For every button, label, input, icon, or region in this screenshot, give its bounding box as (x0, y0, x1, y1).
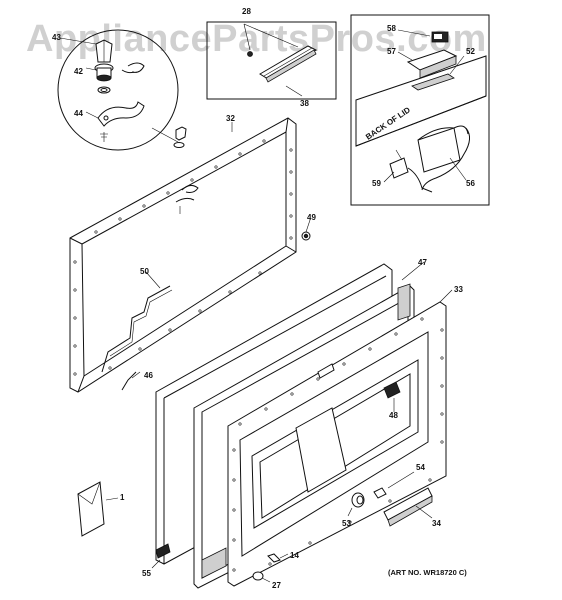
callout-38: 38 (300, 99, 309, 108)
callout-52: 52 (466, 47, 475, 56)
callout-33: 33 (454, 285, 463, 294)
literature-envelope-part (77, 481, 119, 537)
callout-47: 47 (418, 258, 427, 267)
callout-49: 49 (307, 213, 316, 222)
callout-1: 1 (120, 493, 125, 502)
callout-43: 43 (52, 33, 61, 42)
clip-part (267, 553, 281, 563)
callout-55: 55 (142, 569, 151, 578)
callout-53: 53 (342, 519, 351, 528)
knob-part (351, 492, 365, 508)
callout-59: 59 (372, 179, 381, 188)
art-number: (ART NO. WR18720 C) (388, 568, 467, 577)
plug-part (252, 571, 264, 581)
callout-14: 14 (290, 551, 299, 560)
callout-57: 57 (387, 47, 396, 56)
callout-28: 28 (242, 7, 251, 16)
handle-strip-inset (206, 21, 337, 100)
lid-frame-part (69, 117, 311, 393)
hinge-pin-part (94, 39, 114, 94)
retaining-clip (127, 62, 145, 73)
callout-54: 54 (416, 463, 425, 472)
latch-part (383, 381, 401, 399)
callout-50: 50 (140, 267, 149, 276)
callout-48: 48 (389, 411, 398, 420)
callout-42: 42 (74, 67, 83, 76)
screw-detail (247, 51, 253, 57)
hinge-detail-inset (57, 29, 179, 151)
cable-end-part (121, 371, 137, 391)
screw (100, 132, 108, 142)
inner-door-part (151, 301, 447, 587)
callout-27: 27 (272, 581, 281, 590)
callout-32: 32 (226, 114, 235, 123)
callout-56: 56 (466, 179, 475, 188)
callout-44: 44 (74, 109, 83, 118)
callout-34: 34 (432, 519, 441, 528)
callout-58: 58 (387, 24, 396, 33)
hinge-bracket-part (97, 101, 145, 142)
retainer-part (155, 543, 171, 559)
light-assembly-inset (350, 14, 490, 206)
callout-46: 46 (144, 371, 153, 380)
